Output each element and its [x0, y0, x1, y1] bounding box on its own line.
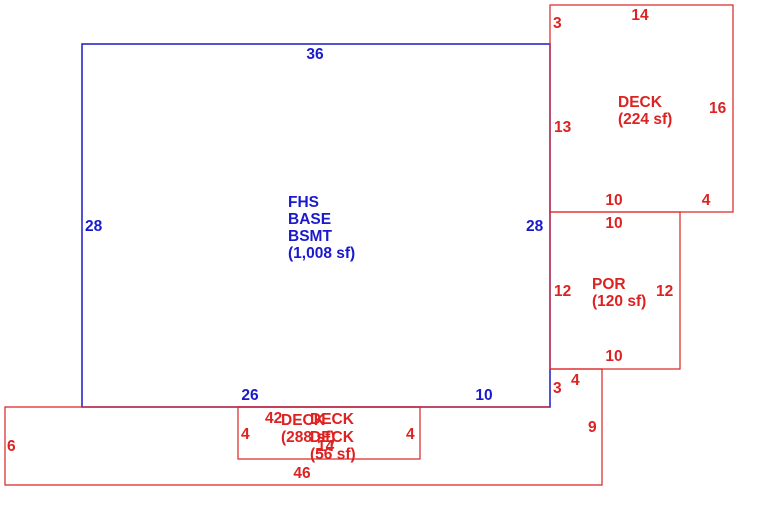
deck-lower-label: DECK [281, 412, 326, 429]
house-dim-right: 28 [526, 218, 544, 235]
deck-small-outline [237, 406, 421, 460]
deck-upper-dim-top-small: 3 [553, 15, 562, 32]
deck-lower-dim-top-small: 4 [571, 372, 580, 389]
porch-label: POR [592, 276, 626, 293]
porch-dim-right: 12 [656, 283, 673, 300]
deck-lower-dim-bottom: 46 [293, 465, 311, 482]
house-label-line-1: FHS [288, 194, 319, 211]
deck-lower-label-area: (288 sf) [281, 429, 335, 446]
house-area: 36 28 28 26 10 FHS BASE BSMT (1,008 sf) [81, 43, 551, 408]
deck-lower-dim-right: 9 [588, 419, 597, 436]
porch-dim-left: 12 [554, 283, 571, 300]
deck-small-label-area: (56 sf) [310, 446, 356, 463]
deck-small-dim-left: 4 [241, 426, 250, 443]
deck-lower-area: 4 3 6 9 46 42 DECK (288 sf) [4, 368, 603, 486]
deck-upper-label-area: (224 sf) [618, 111, 672, 128]
porch-dim-bottom: 10 [605, 348, 622, 365]
deck-small-dim-right: 4 [406, 426, 415, 443]
deck-small-label-1: DECK [310, 411, 355, 428]
deck-small-dim-bottom: 14 [317, 438, 335, 455]
porch-outline [549, 211, 681, 370]
deck-upper-dim-top: 14 [631, 7, 649, 24]
deck-small-area: 4 4 14 DECK DECK (56 sf) [237, 406, 421, 463]
house-label-line-2: BASE [288, 211, 331, 228]
deck-lower-outline [4, 368, 603, 486]
house-label-area: (1,008 sf) [288, 245, 355, 262]
porch-area: 10 12 12 10 POR (120 sf) [549, 211, 681, 370]
deck-lower-dim-top: 42 [265, 410, 282, 427]
deck-lower-dim-left: 6 [7, 438, 16, 455]
deck-lower-dim-corner: 3 [553, 380, 562, 397]
deck-upper-dim-bottom-right: 4 [702, 192, 711, 209]
deck-upper-dim-right: 16 [709, 100, 727, 117]
house-dim-top: 36 [306, 46, 324, 63]
house-dim-bottom-right: 10 [475, 387, 492, 404]
house-dim-bottom-left: 26 [241, 387, 259, 404]
deck-small-label-2: DECK [310, 429, 355, 446]
deck-upper-dim-left: 13 [554, 119, 572, 136]
deck-upper-label: DECK [618, 94, 663, 111]
deck-upper-area: 3 14 13 16 10 4 DECK (224 sf) [549, 4, 734, 213]
house-dim-left: 28 [85, 218, 103, 235]
house-label-line-3: BSMT [288, 228, 332, 245]
porch-label-area: (120 sf) [592, 293, 646, 310]
deck-upper-dim-bottom-left: 10 [605, 192, 622, 209]
porch-dim-top: 10 [605, 215, 622, 232]
